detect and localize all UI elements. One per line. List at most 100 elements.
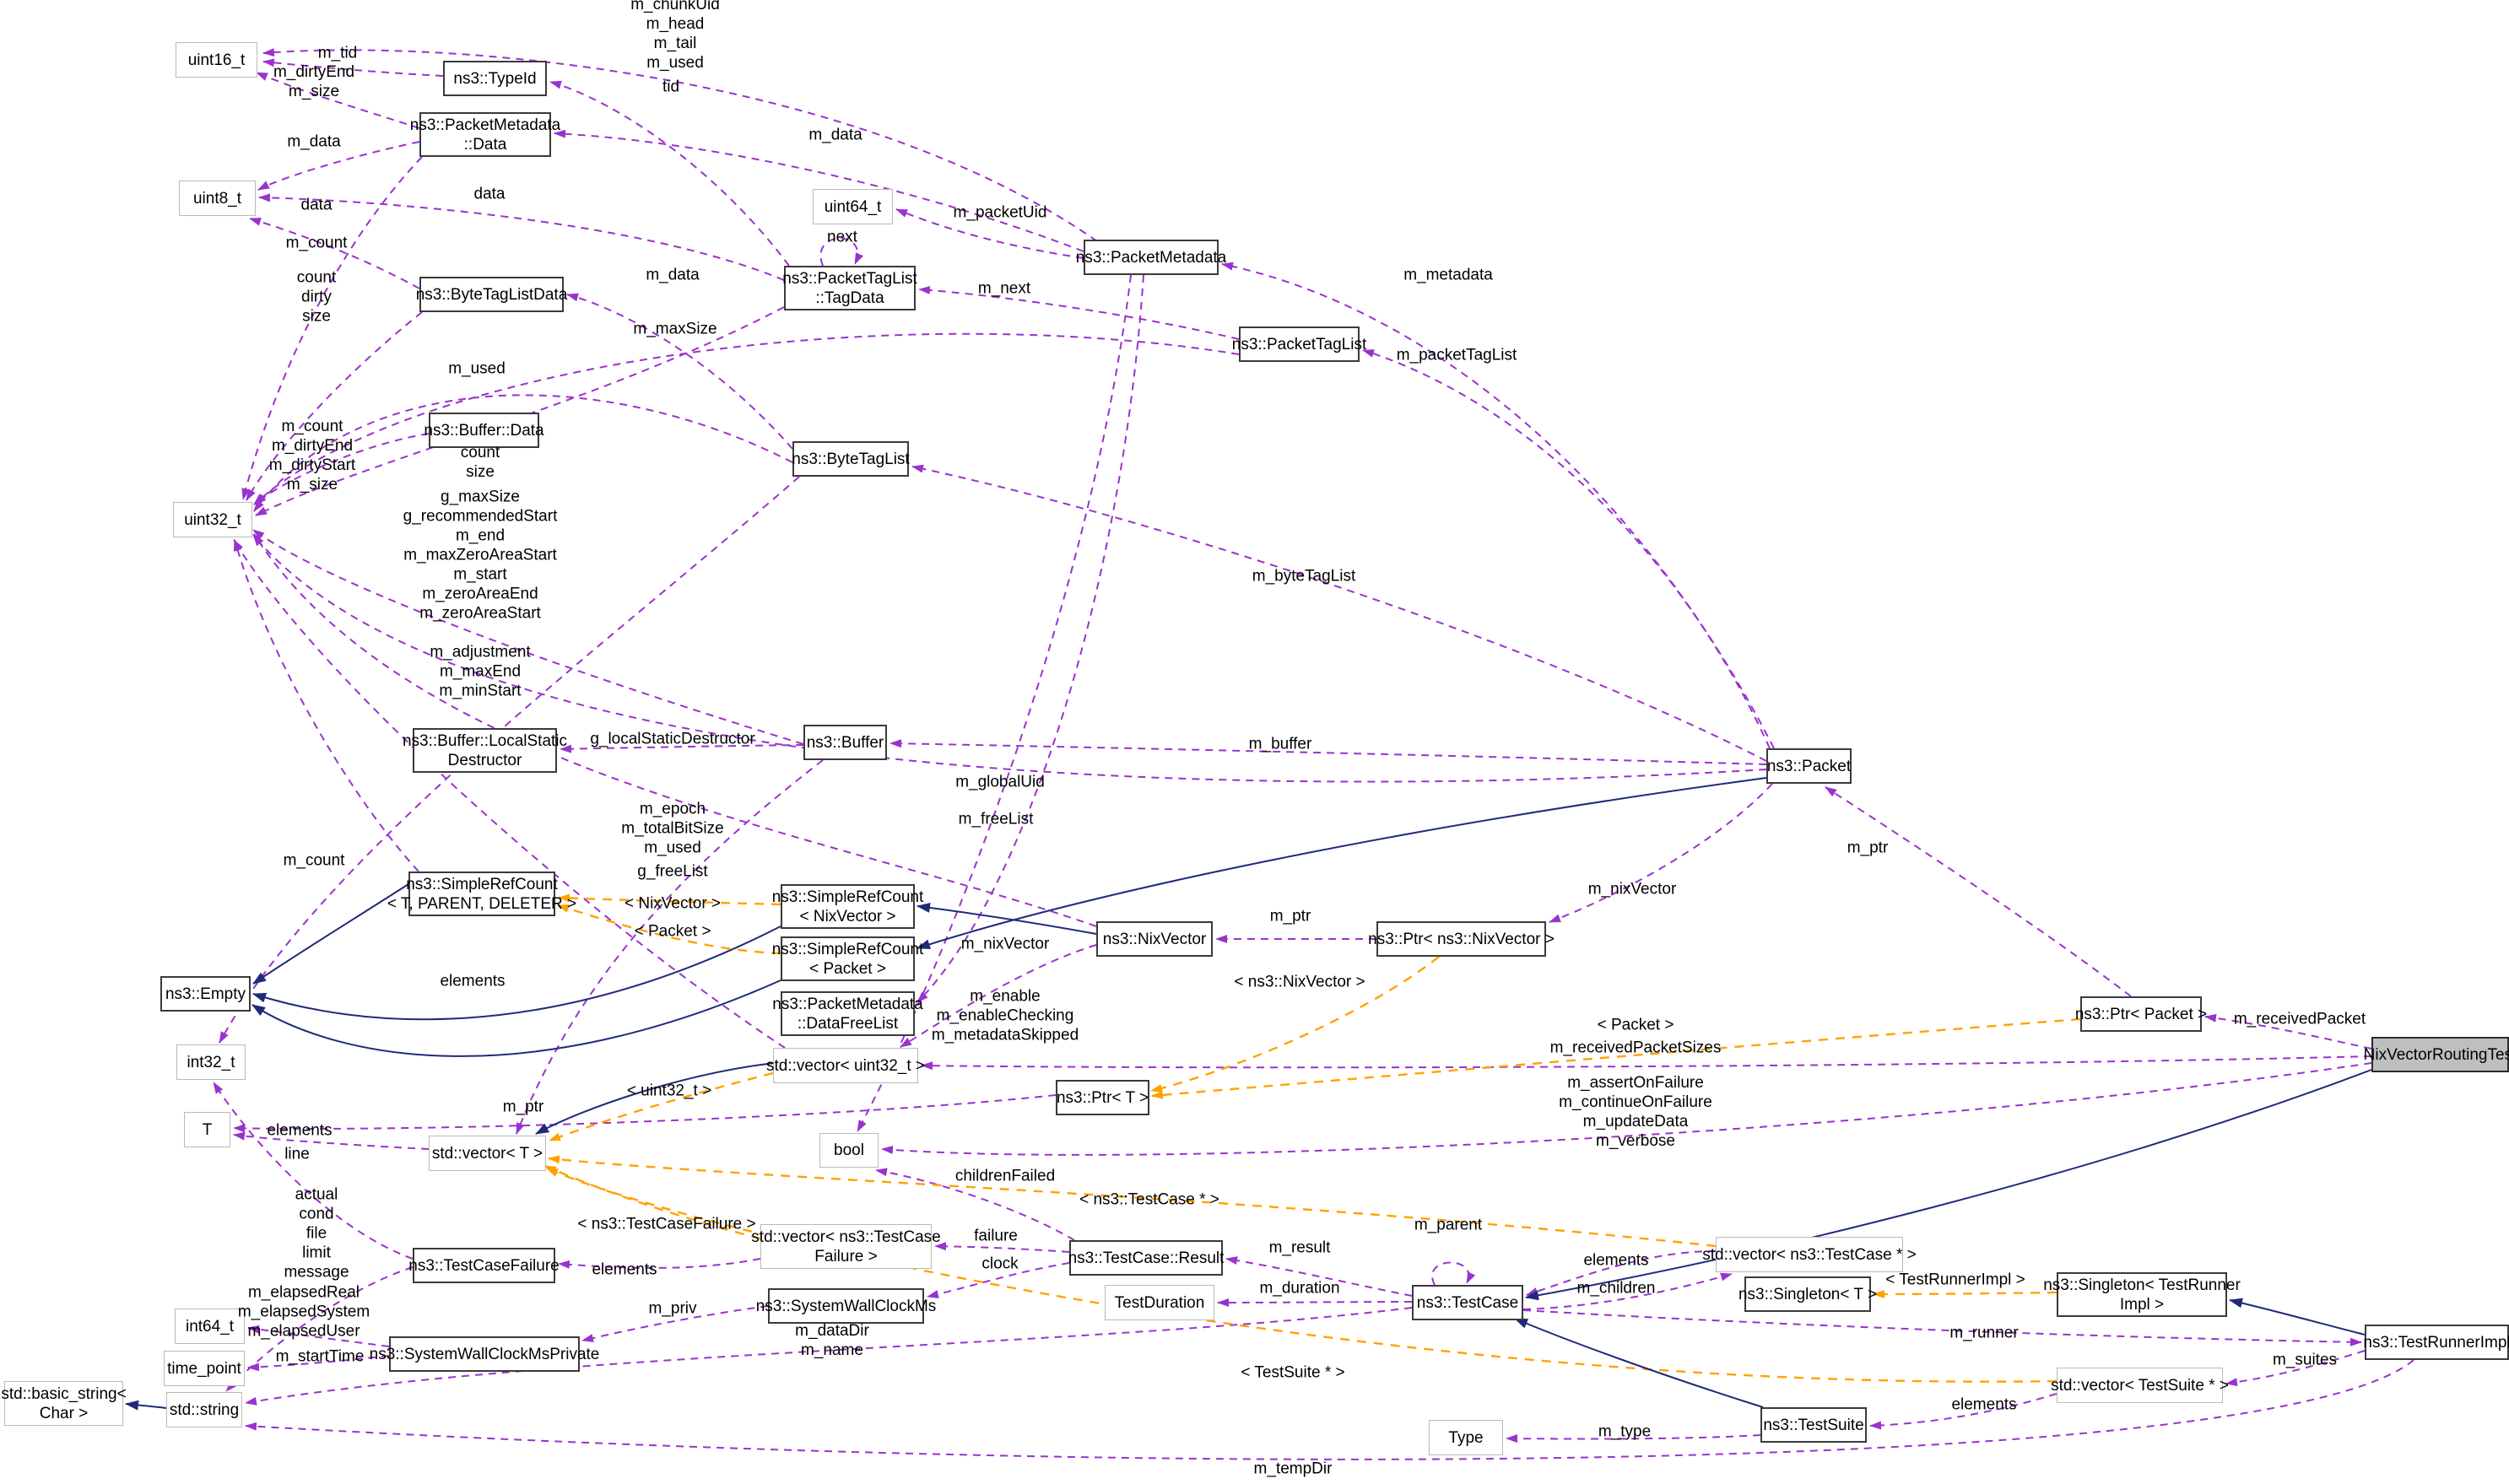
node-label: NixVectorRoutingTest	[2363, 1045, 2509, 1064]
node-uint64-t[interactable]: uint64_t	[813, 189, 893, 224]
node-label: ns3::Singleton< TestRunner	[2043, 1276, 2241, 1294]
node-label: ::TagData	[815, 289, 884, 307]
node-label: < T, PARENT, DELETER >	[387, 894, 577, 913]
node-ns3-ptr-t[interactable]: ns3::Ptr< T >	[1056, 1080, 1149, 1115]
node-t[interactable]: T	[184, 1112, 230, 1147]
node-int32-t[interactable]: int32_t	[176, 1044, 246, 1080]
node-nixvectorroutingtest[interactable]: NixVectorRoutingTest	[2364, 1037, 2509, 1072]
node-ns3-testsuite[interactable]: ns3::TestSuite	[1760, 1407, 1867, 1443]
edge-vectcf-to-tcf	[558, 1258, 761, 1269]
node-bool[interactable]: bool	[819, 1133, 879, 1168]
node-std-vector-uint32-t[interactable]: std::vector< uint32_t >	[766, 1048, 925, 1083]
node-ns3-typeid[interactable]: ns3::TypeId	[443, 61, 547, 96]
node-label: ns3::ByteTagList	[792, 450, 910, 468]
node-ns3-systemwallclockmsprivate[interactable]: ns3::SystemWallClockMsPrivate	[370, 1336, 599, 1372]
node-label: ns3::Buffer::Data	[424, 421, 544, 440]
edge-packet-to-bytetaglist	[911, 464, 1767, 762]
node-ns3-testcase[interactable]: ns3::TestCase	[1412, 1285, 1523, 1320]
node-label: int32_t	[187, 1053, 235, 1071]
edge-vecu32-to-uint32	[233, 539, 786, 1049]
edge-packet-to-packetmetadata	[1221, 262, 1775, 749]
node-label: Char >	[39, 1404, 89, 1422]
node-label: std::string	[169, 1400, 240, 1419]
node-label: ns3::NixVector	[1102, 930, 1207, 948]
node-ns3-buffer-data[interactable]: ns3::Buffer::Data	[424, 413, 544, 448]
node-uint32-t[interactable]: uint32_t	[173, 502, 252, 537]
node-ns3-testcase-result[interactable]: ns3::TestCase::Result	[1068, 1240, 1225, 1276]
node-ns3-bytetaglist[interactable]: ns3::ByteTagList	[792, 441, 910, 477]
node-ns3-nixvector[interactable]: ns3::NixVector	[1096, 921, 1213, 957]
node-std-string[interactable]: std::string	[166, 1392, 242, 1427]
node-ns3-ptr-packet[interactable]: ns3::Ptr< Packet >	[2075, 996, 2207, 1032]
edge-tagdata-to-uint32	[255, 306, 785, 516]
node-label: ns3::SimpleRefCount	[771, 888, 924, 906]
node-label: ns3::SystemWallClockMsPrivate	[369, 1345, 600, 1363]
edge-tcf-to-int32	[213, 1082, 414, 1260]
node-label: ::DataFreeList	[797, 1014, 899, 1033]
node-ns3-packetmetadata[interactable]: ns3::PacketMetadata	[1076, 240, 1226, 275]
node-int64-t[interactable]: int64_t	[175, 1309, 245, 1344]
edge-nvrt-to-vecu32	[921, 1055, 2372, 1071]
edge-ptrt-to-t	[233, 1094, 1057, 1133]
node-testduration[interactable]: TestDuration	[1105, 1285, 1214, 1320]
node-label: Destructor	[447, 751, 522, 769]
node-std-vector-testsuite-ptr[interactable]: std::vector< TestSuite * >	[2051, 1368, 2229, 1403]
node-ns3-bytetaglistdata[interactable]: ns3::ByteTagListData	[416, 277, 567, 312]
edge-testcase-to-string	[245, 1307, 1413, 1406]
node-std-vector-t[interactable]: std::vector< T >	[429, 1136, 546, 1171]
edge-packet-to-packettaglist	[1362, 349, 1771, 749]
node-ns3-packet[interactable]: ns3::Packet	[1766, 748, 1852, 784]
node-label: ns3::TestCase::Result	[1068, 1249, 1225, 1267]
node-std-vector-testcase-ptr[interactable]: std::vector< ns3::TestCase * >	[1702, 1237, 1917, 1272]
node-ns3-empty[interactable]: ns3::Empty	[160, 976, 251, 1012]
edge-ptrpacket-to-packet	[1825, 786, 2132, 997]
edge-nixvector-to-uint32	[253, 533, 1097, 927]
node-ns3-packetmetadata-datafreelist[interactable]: ns3::PacketMetadata::DataFreeList	[772, 991, 923, 1036]
node-ns3-simplerefcount-generic[interactable]: ns3::SimpleRefCount< T, PARENT, DELETER …	[387, 872, 576, 916]
node-ns3-simplerefcount-nixvector[interactable]: ns3::SimpleRefCount< NixVector >	[772, 884, 923, 929]
node-label: ns3::PacketTagList	[782, 269, 917, 288]
edge-src-to-empty	[252, 883, 409, 985]
node-ns3-ptr-nixvector[interactable]: ns3::Ptr< ns3::NixVector >	[1368, 921, 1555, 957]
node-label: bool	[834, 1141, 864, 1159]
node-ns3-singleton-t[interactable]: ns3::Singleton< T >	[1738, 1276, 1877, 1312]
node-label: ns3::SimpleRefCount	[771, 940, 924, 958]
node-label: std::basic_string<	[1, 1384, 127, 1403]
edge-srcpacket-to-empty	[251, 979, 781, 1057]
node-uint8-t[interactable]: uint8_t	[179, 181, 256, 216]
node-label: time_point	[167, 1359, 241, 1378]
edge-packet-to-uint32	[252, 534, 1767, 783]
node-ns3-systemwallclockms[interactable]: ns3::SystemWallClockMs	[756, 1288, 936, 1324]
node-label: ns3::TestCase	[1416, 1293, 1519, 1312]
node-label: TestDuration	[1114, 1293, 1205, 1312]
node-ns3-testrunnerimpl[interactable]: ns3::TestRunnerImpl	[2363, 1325, 2509, 1360]
node-ns3-simplerefcount-packet[interactable]: ns3::SimpleRefCount< Packet >	[772, 936, 923, 981]
node-label: ns3::SystemWallClockMs	[755, 1297, 937, 1315]
node-ns3-testcasefailure[interactable]: ns3::TestCaseFailure	[408, 1248, 560, 1283]
node-label: ns3::TestSuite	[1763, 1416, 1864, 1434]
node-label: Type	[1448, 1428, 1484, 1447]
node-label: ns3::Buffer::LocalStatic	[402, 731, 568, 750]
node-type[interactable]: Type	[1429, 1420, 1503, 1455]
edge-swcmp-to-int64	[247, 1325, 390, 1347]
node-ns3-packettaglist-tagdata[interactable]: ns3::PacketTagList::TagData	[782, 266, 917, 310]
node-label: std::vector< T >	[431, 1144, 543, 1163]
edge-buffer-to-lsd	[560, 744, 804, 753]
node-label: ns3::Packet	[1766, 757, 1852, 775]
node-time-point[interactable]: time_point	[164, 1351, 245, 1386]
node-ns3-packetmetadata-data[interactable]: ns3::PacketMetadata::Data	[410, 112, 560, 157]
edge-singtri-to-singt	[1873, 1289, 2057, 1298]
node-ns3-packettaglist[interactable]: ns3::PacketTagList	[1232, 326, 1366, 362]
node-label: ns3::TypeId	[453, 69, 537, 88]
node-label: ns3::PacketTagList	[1231, 335, 1367, 353]
edge-vectc-to-vectort	[548, 1155, 1717, 1248]
node-label: std::vector< ns3::TestCase * >	[1702, 1245, 1917, 1264]
edge-swcmp-to-timepoint	[247, 1355, 390, 1372]
node-uint16-t[interactable]: uint16_t	[176, 42, 257, 78]
node-label: Impl >	[2119, 1295, 2165, 1314]
node-ns3-buffer[interactable]: ns3::Buffer	[803, 725, 887, 760]
node-std-basic-string-char[interactable]: std::basic_string<Char >	[1, 1381, 127, 1426]
